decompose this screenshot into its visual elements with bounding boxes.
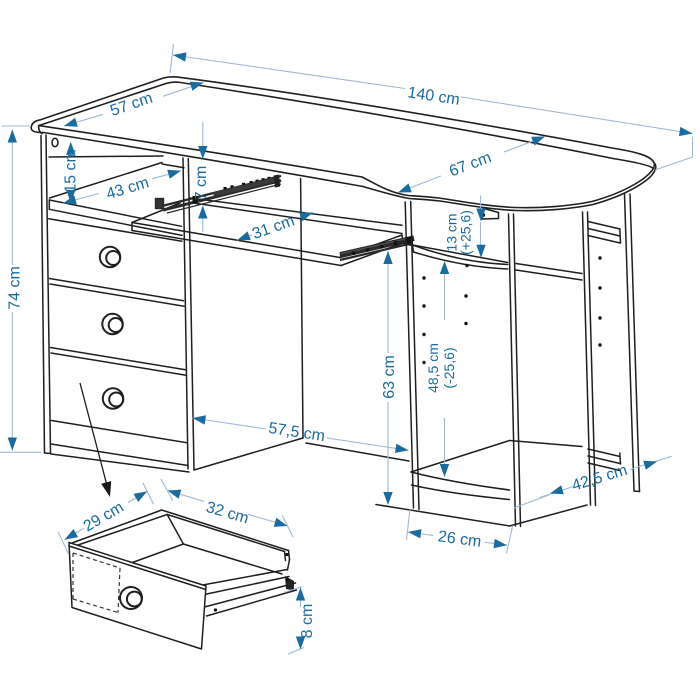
svg-text:63 cm: 63 cm <box>381 355 398 399</box>
svg-text:13 cm: 13 cm <box>444 213 460 251</box>
svg-text:15 cm: 15 cm <box>62 149 79 193</box>
svg-text:26 cm: 26 cm <box>437 528 482 551</box>
svg-text:(-25,6): (-25,6) <box>441 347 457 388</box>
svg-text:8 cm: 8 cm <box>299 604 316 639</box>
svg-text:(+25,6): (+25,6) <box>458 210 474 255</box>
svg-text:7 cm: 7 cm <box>193 166 210 201</box>
svg-text:74 cm: 74 cm <box>7 266 24 310</box>
svg-text:48,5 cm: 48,5 cm <box>425 343 441 393</box>
